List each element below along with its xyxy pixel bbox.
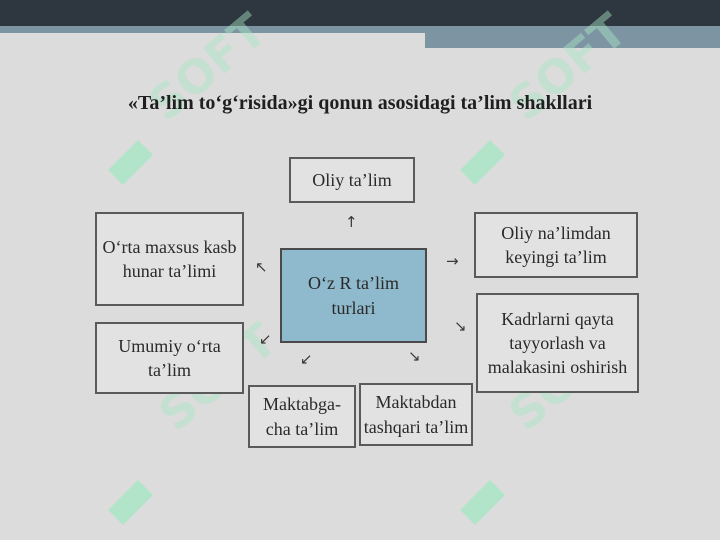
arrow-right-icon: → <box>446 252 459 270</box>
arrow-down-right-icon: ↘ <box>454 317 467 335</box>
node-oliy-talim: Oliy ta’lim <box>289 157 415 203</box>
arrow-down-right-icon: ↘ <box>408 347 421 365</box>
node-orta-maxsus: O‘rta maxsus kasb hunar ta’limi <box>95 212 244 306</box>
slide-title: «Ta’lim to‘g‘risida»gi qonun asosidagi t… <box>127 92 593 114</box>
node-umumiy-orta: Umumiy o‘rta ta’lim <box>95 322 244 394</box>
node-kadrlar: Kadrlarni qayta tayyorlash va malakasini… <box>476 293 639 393</box>
top-bar <box>0 0 720 26</box>
arrow-down-left-icon: ↙ <box>259 330 272 348</box>
top-bar-tab <box>425 33 720 48</box>
arrow-up-left-icon: ↖ <box>255 258 268 276</box>
arrow-up-icon: ↑ <box>345 213 358 231</box>
top-bar-stripe <box>0 26 720 33</box>
node-maktabgacha: Maktabga- cha ta’lim <box>248 385 356 448</box>
watermark-logo-icon <box>108 110 153 185</box>
watermark-logo-icon <box>460 110 505 185</box>
watermark-logo-icon <box>108 450 153 525</box>
node-maktabdan-tashqari: Maktabdan tashqari ta’lim <box>359 383 473 446</box>
watermark-logo-icon <box>460 450 505 525</box>
node-center-talim-turlari: O‘z R ta’lim turlari <box>280 248 427 343</box>
arrow-down-left-icon: ↙ <box>300 350 313 368</box>
node-oliy-keyingi: Oliy na’limdan keyingi ta’lim <box>474 212 638 278</box>
